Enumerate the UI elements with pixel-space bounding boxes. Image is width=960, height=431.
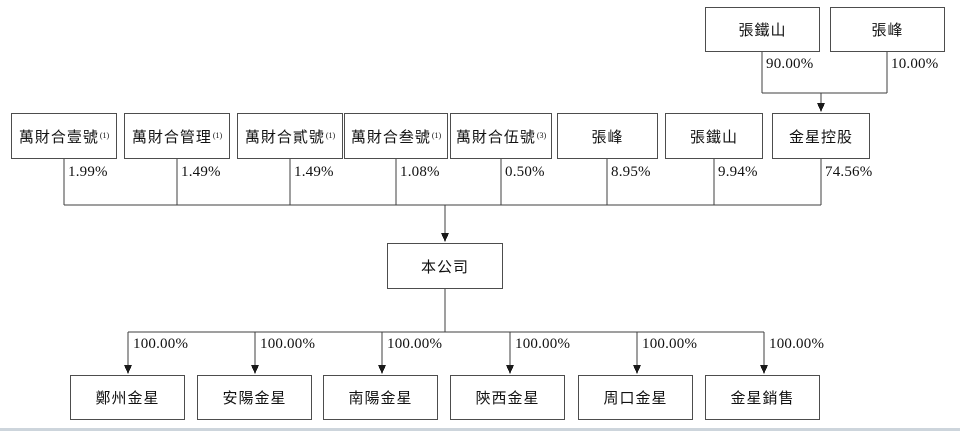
entity-name: 安陽金星 — [222, 391, 287, 407]
entity-name: 萬財合叁號 — [350, 129, 431, 146]
entity-box-jinxing-holdings: 金星控股 — [772, 113, 870, 159]
entity-box-jinxing-sales: 金星銷售 — [705, 375, 820, 420]
pct-label-jinxing-sales: 100.00% — [769, 336, 825, 352]
entity-box-wancaihe-guanli: 萬財合管理(1) — [124, 113, 230, 159]
pct-label-nanyang-jinxing: 100.00% — [387, 336, 443, 352]
entity-name: 鄭州金星 — [95, 391, 160, 407]
entity-name: 萬財合管理 — [131, 129, 212, 146]
entity-box-zhang-tieshan-top: 張鐵山 — [705, 7, 820, 52]
page-bottom-rule — [0, 428, 960, 431]
pct-label-zhang-tieshan-top: 90.00% — [766, 56, 814, 72]
entity-name: 張鐵山 — [689, 129, 738, 146]
entity-name: 張鐵山 — [738, 23, 787, 39]
pct-label-zhengzhou-jinxing: 100.00% — [133, 336, 189, 352]
entity-box-zhang-feng: 張峰 — [557, 113, 658, 159]
entity-box-zhengzhou-jinxing: 鄭州金星 — [70, 375, 185, 420]
entity-box-shaanxi-jinxing: 陝西金星 — [450, 375, 565, 420]
entity-name: 萬財合伍號 — [455, 129, 536, 146]
entity-name: 本公司 — [420, 259, 469, 276]
pct-label-anyang-jinxing: 100.00% — [260, 336, 316, 352]
pct-label-zhang-tieshan: 9.94% — [718, 164, 758, 180]
entity-box-zhang-tieshan: 張鐵山 — [665, 113, 763, 159]
entity-name: 萬財合貳號 — [244, 129, 325, 146]
pct-label-wancaihe-sanhao: 1.08% — [400, 164, 440, 180]
entity-box-wancaihe-yihao: 萬財合壹號(1) — [11, 113, 117, 159]
pct-label-zhoukou-jinxing: 100.00% — [642, 336, 698, 352]
entity-name: 金星銷售 — [730, 391, 795, 407]
entity-box-wancaihe-erhao: 萬財合貳號(1) — [237, 113, 343, 159]
entity-name: 周口金星 — [603, 391, 668, 407]
pct-label-shaanxi-jinxing: 100.00% — [515, 336, 571, 352]
pct-label-zhang-feng-top: 10.00% — [891, 56, 939, 72]
entity-box-anyang-jinxing: 安陽金星 — [197, 375, 312, 420]
entity-box-company: 本公司 — [387, 243, 503, 289]
entity-name: 萬財合壹號 — [18, 129, 99, 146]
pct-label-wancaihe-erhao: 1.49% — [294, 164, 334, 180]
entity-name: 南陽金星 — [348, 391, 413, 407]
entity-name: 張峰 — [871, 23, 904, 39]
entity-name: 陝西金星 — [475, 391, 540, 407]
pct-label-wancaihe-wuhao: 0.50% — [505, 164, 545, 180]
entity-box-zhoukou-jinxing: 周口金星 — [578, 375, 693, 420]
pct-label-wancaihe-guanli: 1.49% — [181, 164, 221, 180]
entity-name: 金星控股 — [788, 129, 853, 146]
arrowheads — [124, 103, 825, 374]
entity-box-wancaihe-wuhao: 萬財合伍號(3) — [450, 113, 552, 159]
pct-label-zhang-feng: 8.95% — [611, 164, 651, 180]
entity-box-wancaihe-sanhao: 萬財合叁號(1) — [344, 113, 448, 159]
entity-name: 張峰 — [591, 129, 624, 146]
pct-label-jinxing-holdings: 74.56% — [825, 164, 873, 180]
entity-box-nanyang-jinxing: 南陽金星 — [323, 375, 438, 420]
entity-box-zhang-feng-top: 張峰 — [830, 7, 945, 52]
pct-label-wancaihe-yihao: 1.99% — [68, 164, 108, 180]
